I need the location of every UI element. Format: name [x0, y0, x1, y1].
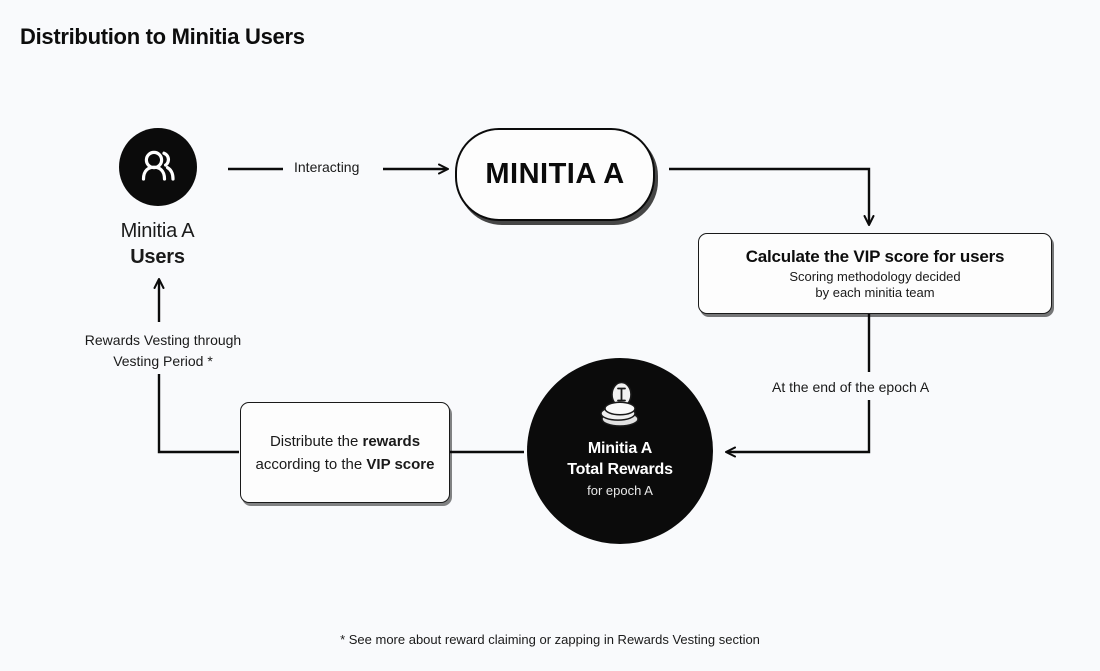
node-distribute-rewards[interactable]: Distribute the rewards according to the …	[240, 402, 450, 503]
edge-label-interacting: Interacting	[288, 159, 366, 175]
avatar	[118, 128, 197, 206]
edge-label-epoch-end: At the end of the epoch A	[766, 379, 936, 395]
users-icon	[141, 150, 175, 181]
vip-subtitle-line1: Scoring methodology decided	[789, 268, 961, 284]
node-minitia-users: Minitia A Users	[85, 128, 230, 270]
distribute-line2-text: according to the	[255, 455, 367, 473]
rewards-line3: for epoch A	[587, 483, 653, 498]
vip-title: Calculate the VIP score for users	[745, 246, 1005, 266]
vip-subtitle-line2: by each minitia team	[815, 284, 935, 300]
vip-subtitle: Scoring methodology decided by each mini…	[789, 269, 960, 301]
distribute-line-1: Distribute the rewards	[270, 430, 420, 453]
node-total-rewards[interactable]: Minitia A Total Rewards for epoch A	[527, 358, 713, 544]
page-title: Distribution to Minitia Users	[20, 24, 305, 49]
edge-label-rewards-vesting: Rewards Vesting through Vesting Period *	[45, 328, 281, 374]
users-label-line2: Users	[130, 246, 185, 268]
users-label: Minitia A Users	[85, 218, 230, 270]
distribute-line1-text: Distribute the	[269, 432, 363, 450]
footnote: * See more about reward claiming or zapp…	[340, 632, 760, 647]
coin-stack-icon	[600, 381, 639, 427]
distribute-line2-bold: VIP score	[366, 455, 435, 473]
users-label-line1: Minitia A	[120, 220, 195, 242]
vesting-line2: Vesting Period *	[113, 353, 213, 369]
distribute-line1-bold: rewards	[362, 432, 421, 450]
edge-vip-to-rewards	[725, 400, 871, 458]
node-minitia-a[interactable]: MINITIA A	[455, 128, 655, 221]
edge-minitia-to-vip	[669, 167, 875, 226]
vesting-line1: Rewards Vesting through	[84, 332, 242, 348]
rewards-line1: Minitia A	[587, 440, 653, 457]
rewards-line2: Total Rewards	[567, 461, 673, 478]
distribute-line-2: according to the VIP score	[255, 453, 434, 476]
edge-distribute-left-up	[157, 368, 239, 454]
minitia-a-label: MINITIA A	[485, 158, 625, 190]
node-calculate-vip-score[interactable]: Calculate the VIP score for users Scorin…	[698, 233, 1052, 314]
